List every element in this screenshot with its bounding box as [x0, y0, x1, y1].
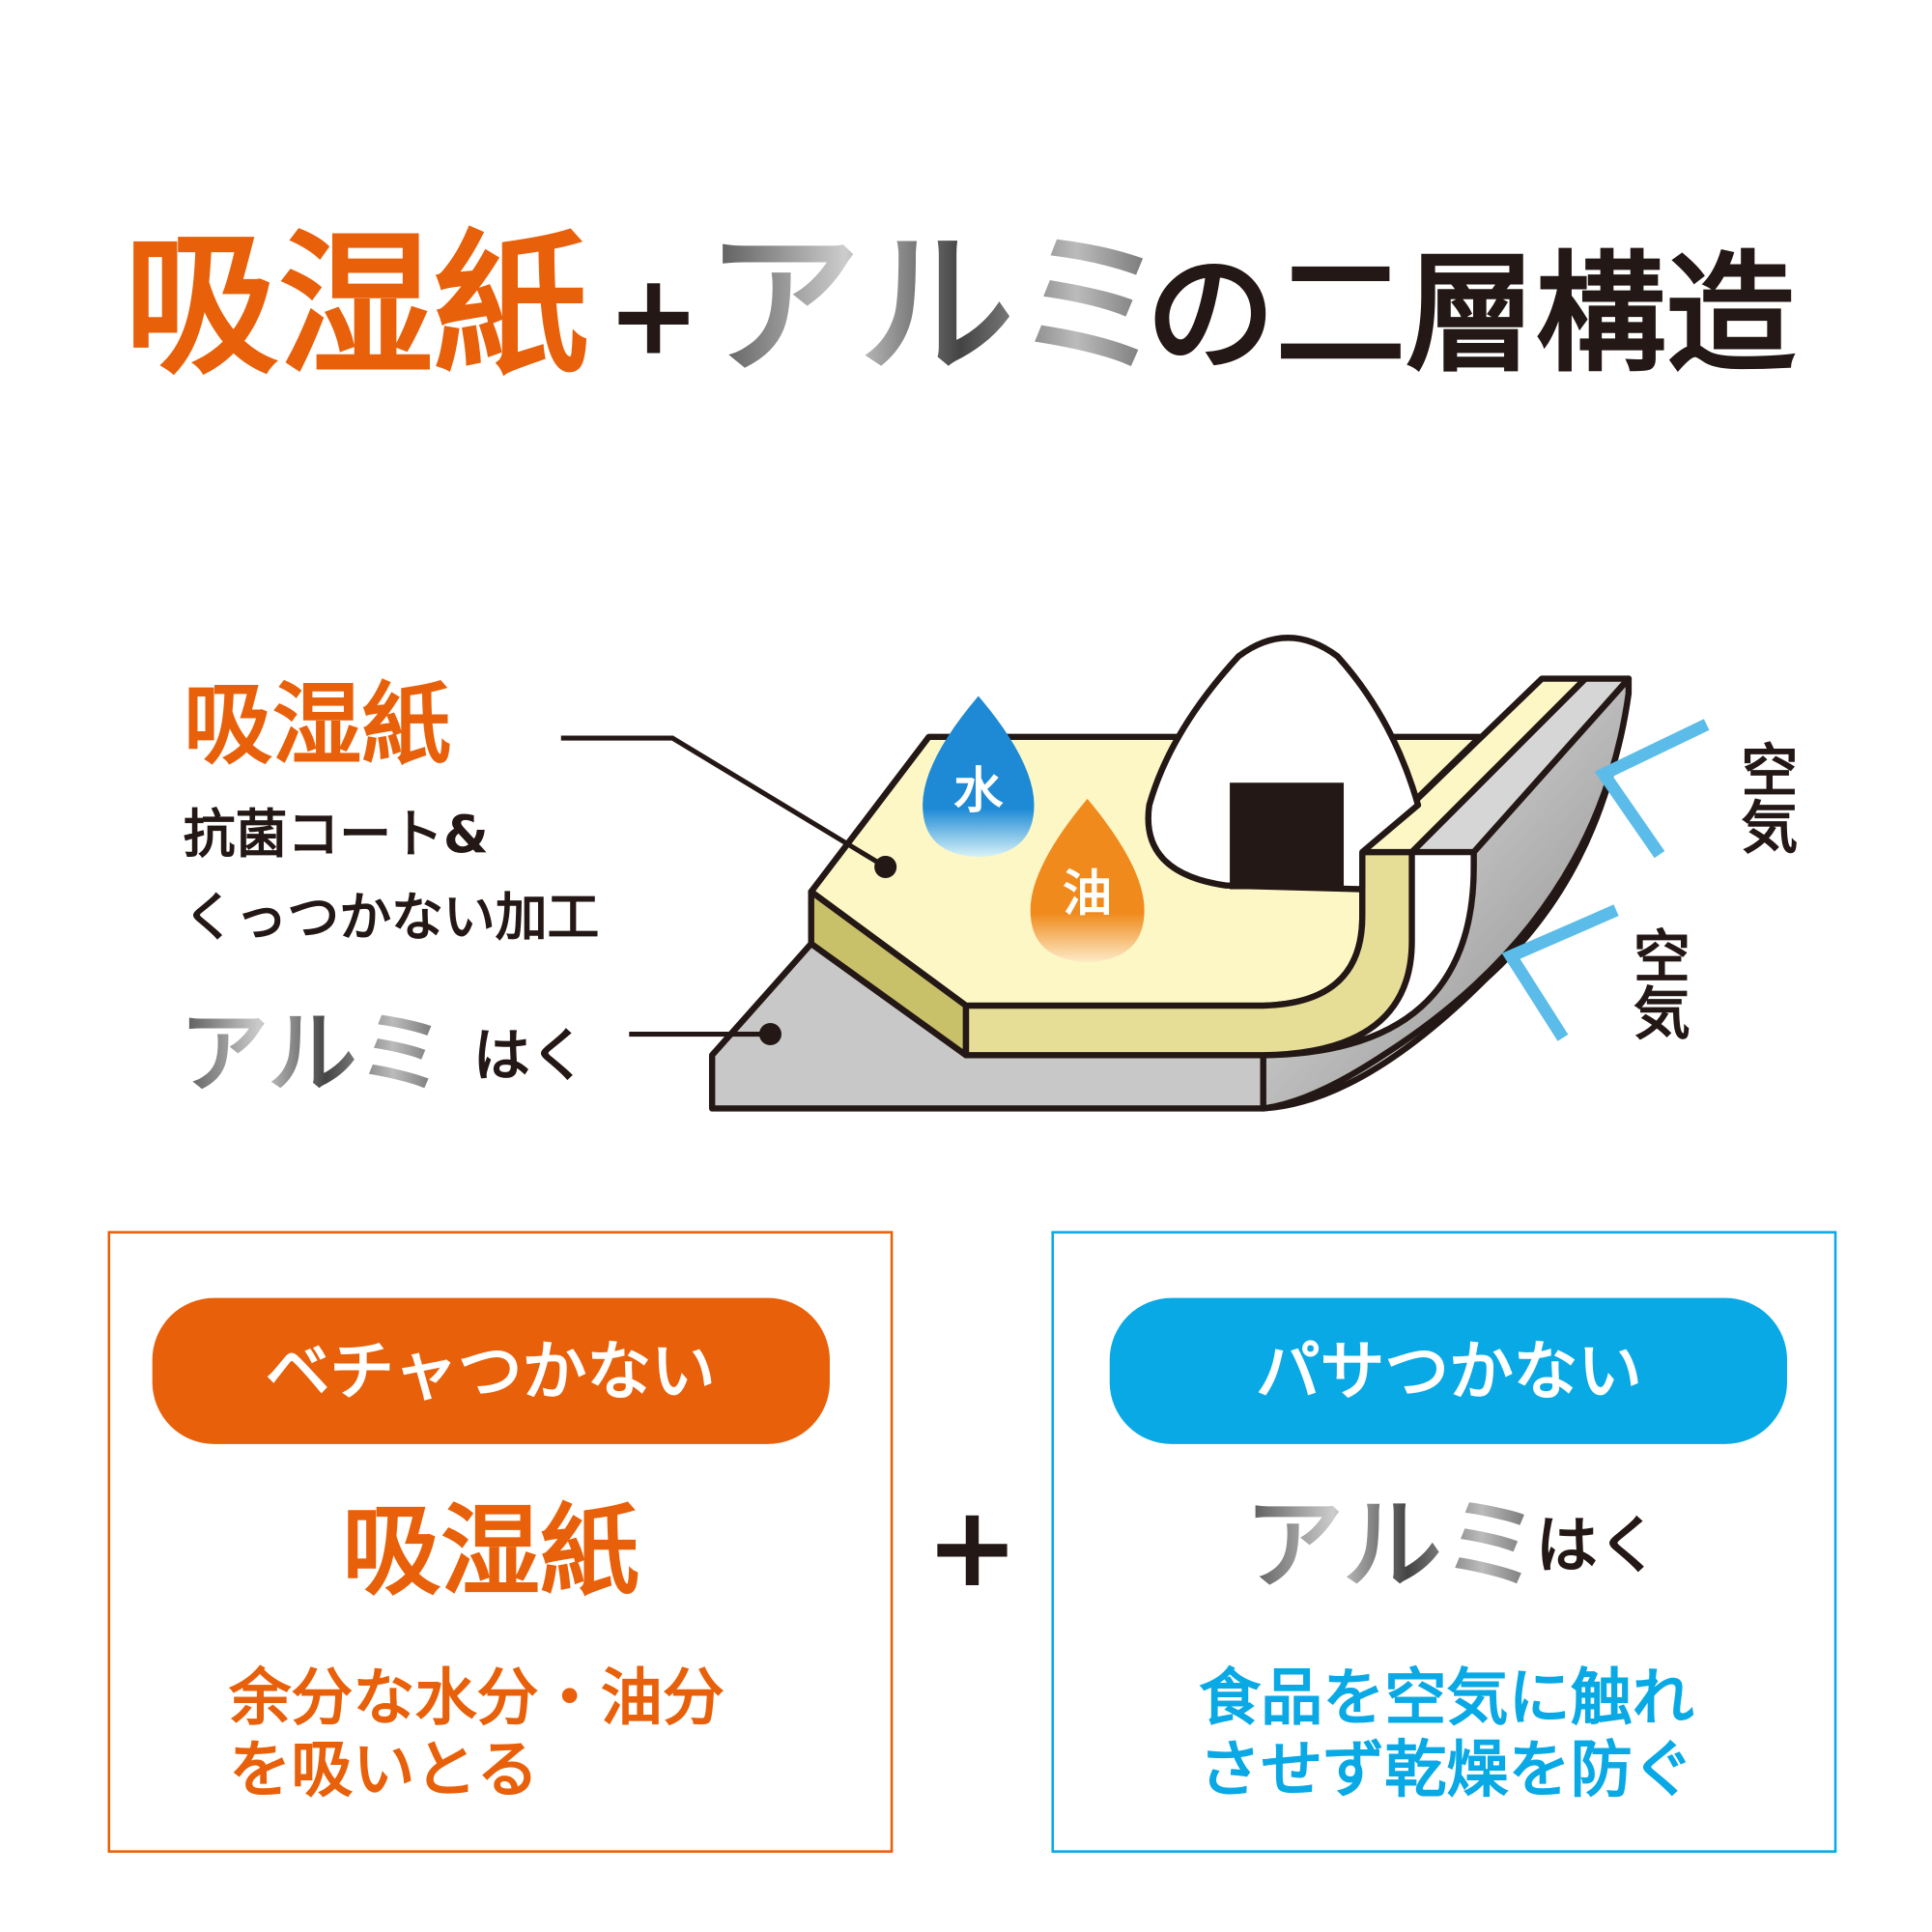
foil-benefit-1: 食品を空気に触れ: [1199, 1662, 1694, 1734]
badge-not-soggy-text: ベチャつかない: [266, 1333, 716, 1408]
foil-label: アルミ: [180, 1001, 446, 1105]
air-label-1: 空気: [1731, 741, 1798, 855]
air-arrow-icon: [1501, 904, 1619, 1041]
oil-drop-icon: 油: [1030, 798, 1145, 963]
paper-benefit-box: ベチャつかない 吸湿紙 余分な水分・油分 を吸いとる: [107, 1231, 894, 1853]
nori-icon: [1230, 782, 1345, 890]
paper-pointer-dot: [874, 855, 897, 878]
foil-heading-suffix: はく: [1536, 1511, 1660, 1582]
air-arrow-icon: [1594, 719, 1710, 859]
foil-heading: アルミ: [1244, 1489, 1541, 1604]
main-title: 吸湿紙 + アルミ の二層構造: [124, 215, 1796, 396]
paper-desc-1: 抗菌コート&: [184, 804, 489, 865]
foil-benefit-2: させず乾燥を防ぐ: [1199, 1735, 1694, 1806]
leader-lines: [560, 735, 887, 1037]
air-arrows: [1501, 719, 1710, 1041]
paper-label: 吸湿紙: [184, 672, 451, 777]
paper-front: [962, 848, 1415, 1059]
title-paper: 吸湿紙: [124, 215, 588, 396]
title-structure: の二層構造: [1146, 239, 1796, 390]
badge-not-dry: [1109, 1297, 1787, 1444]
title-aluminum: アルミ: [706, 215, 1169, 396]
plus-sign: +: [925, 1483, 1019, 1612]
foil-pointer-dot: [758, 1022, 781, 1046]
water-drop-icon: 水: [923, 696, 1035, 858]
paper-benefit-1: 余分な水分・油分: [228, 1662, 724, 1734]
oil-label: 油: [1063, 865, 1112, 923]
paper-desc-2: くっつかない加工: [184, 887, 600, 948]
air-label-2: 空気: [1624, 926, 1690, 1040]
badge-not-soggy: [152, 1297, 830, 1444]
foil-suffix: はく: [473, 1022, 587, 1089]
paper-benefit-2: を吸いとる: [229, 1735, 538, 1806]
paper-heading: 吸湿紙: [342, 1494, 639, 1609]
badge-not-dry-text: パサつかない: [1256, 1333, 1642, 1408]
foil-wall: [1260, 675, 1633, 1112]
water-label: 水: [953, 762, 1004, 820]
onigiri-icon: [1145, 635, 1422, 893]
layer-diagram: [708, 635, 1633, 1112]
title-plus: +: [607, 250, 700, 380]
foil-benefit-box: パサつかない アルミ はく 食品を空気に触れ させず乾燥を防ぐ: [1051, 1231, 1837, 1853]
